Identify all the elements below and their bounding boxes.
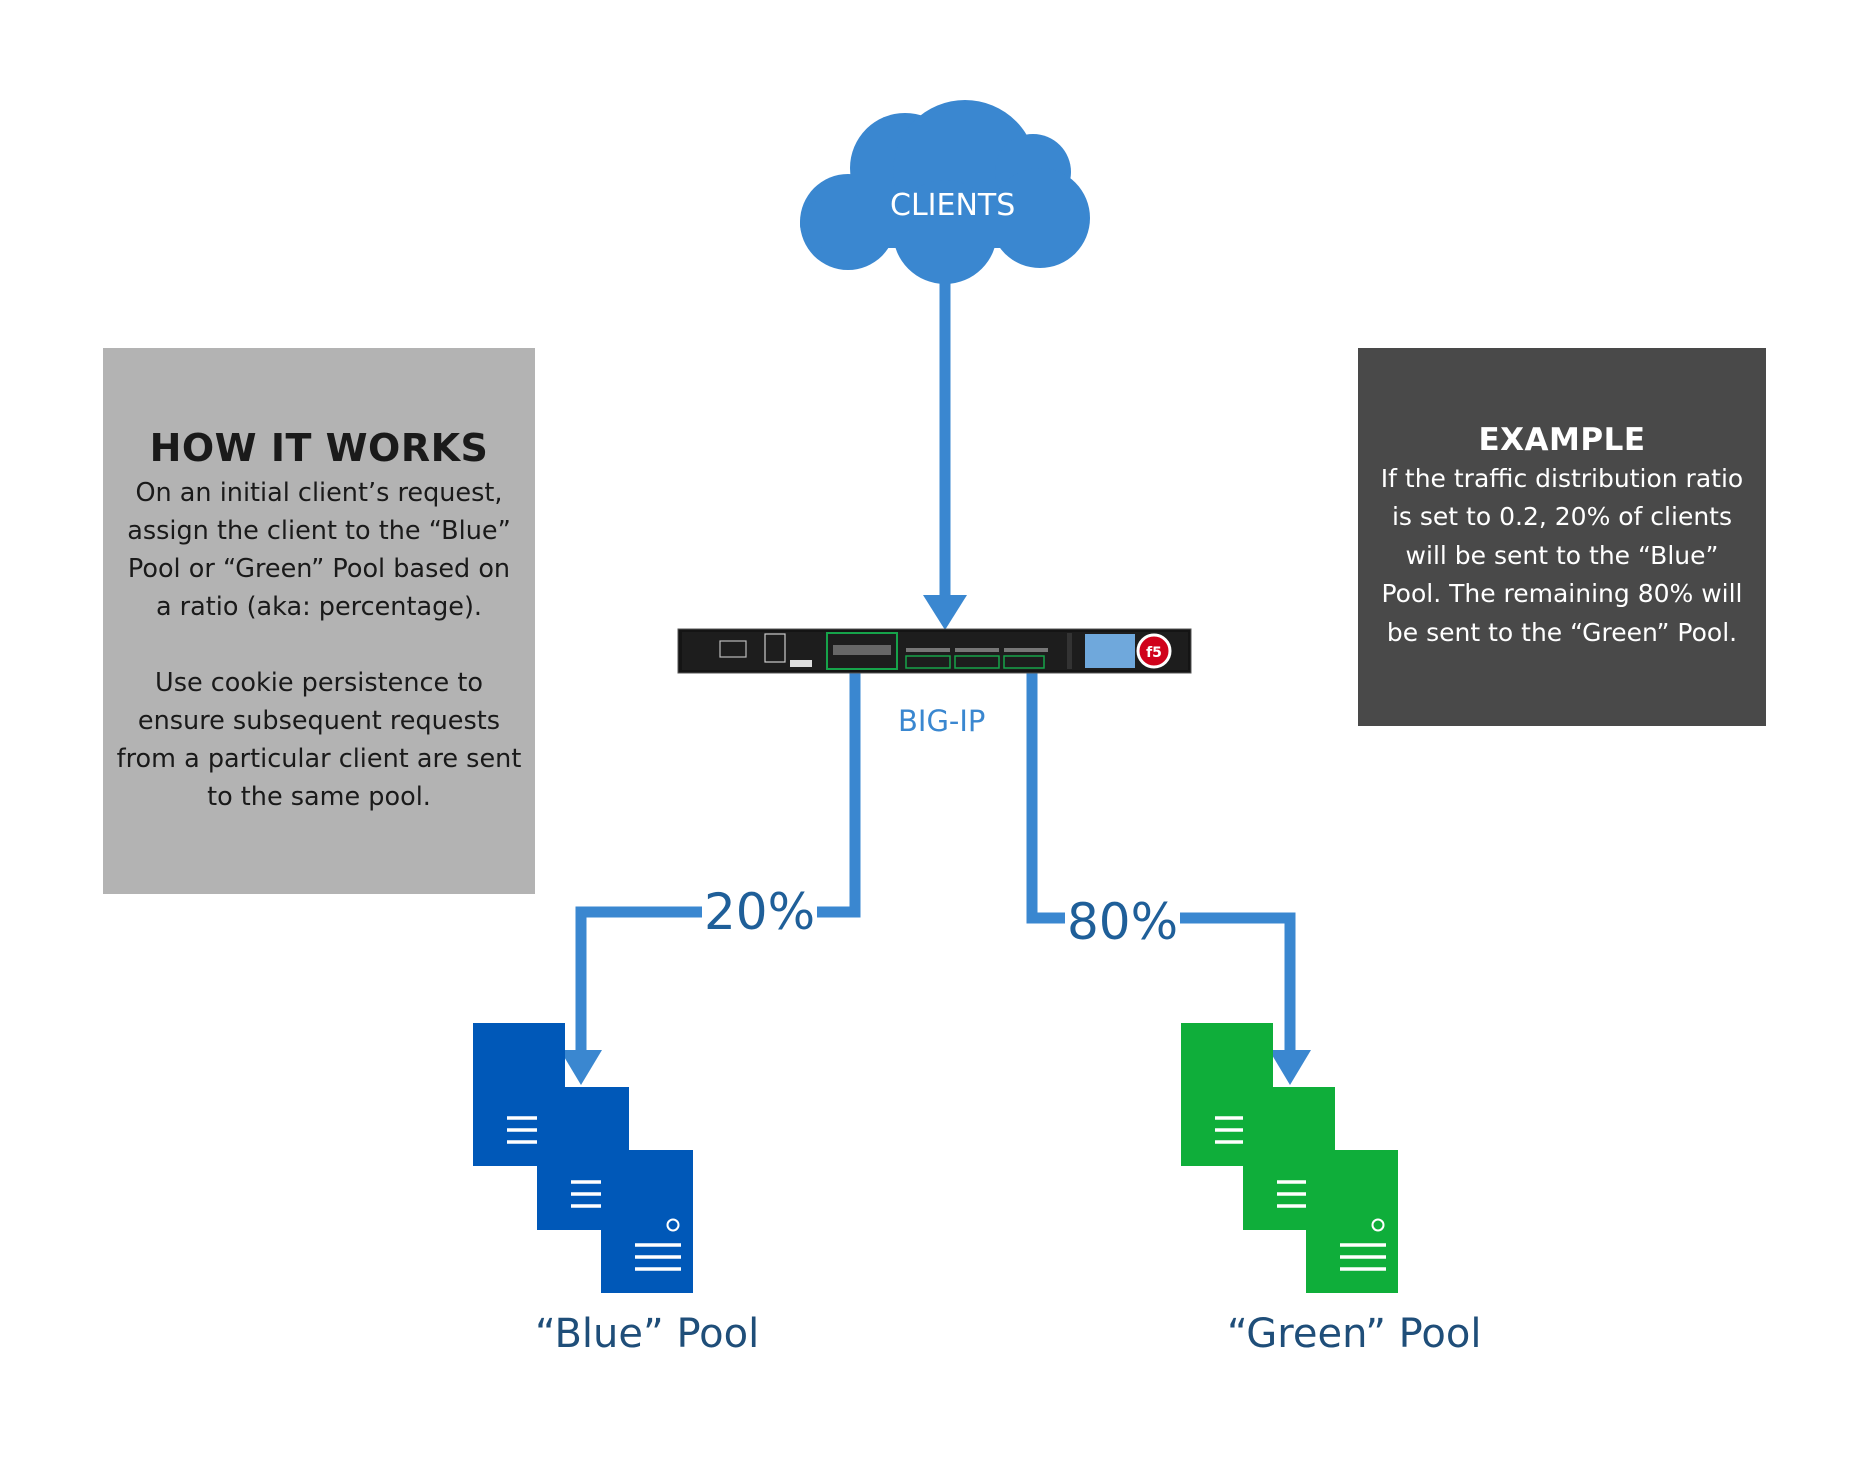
blue-percentage-value: 20% bbox=[702, 883, 818, 941]
how-it-works-line: assign the client to the “Blue” bbox=[127, 516, 511, 546]
bigip-label: BIG-IP bbox=[898, 704, 986, 738]
example-line: will be sent to the “Blue” bbox=[1405, 540, 1719, 570]
svg-text:f5: f5 bbox=[1146, 645, 1162, 661]
bigip-appliance: f5 bbox=[677, 628, 1192, 674]
green-pool-label: “Green” Pool bbox=[1227, 1311, 1482, 1357]
example-line: Pool. The remaining 80% will bbox=[1381, 579, 1743, 609]
arrow-down-to-bigip bbox=[923, 595, 967, 630]
green-percentage-label: 80% bbox=[1065, 893, 1181, 951]
bigip-to-green-line bbox=[1026, 670, 1296, 1055]
example-box: EXAMPLE If the traffic distribution rati… bbox=[1358, 348, 1766, 726]
how-it-works-line: ensure subsequent requests bbox=[137, 706, 501, 736]
blue-percentage-label: 20% bbox=[702, 883, 818, 941]
example-title: EXAMPLE bbox=[1478, 421, 1646, 458]
example-line: If the traffic distribution ratio bbox=[1380, 463, 1744, 493]
clients-label: CLIENTS bbox=[890, 188, 1016, 223]
example-line: is set to 0.2, 20% of clients bbox=[1391, 502, 1732, 532]
how-it-works-line: On an initial client’s request, bbox=[135, 478, 503, 508]
example-line: be sent to the “Green” Pool. bbox=[1386, 617, 1738, 647]
how-it-works-box: HOW IT WORKS On an initial client’s requ… bbox=[103, 348, 535, 894]
how-it-works-line: from a particular client are sent bbox=[116, 744, 522, 774]
how-it-works-line: Use cookie persistence to bbox=[155, 668, 483, 698]
how-it-works-title: HOW IT WORKS bbox=[149, 426, 489, 470]
blue-pool-label: “Blue” Pool bbox=[535, 1311, 760, 1357]
how-it-works-line: to the same pool. bbox=[207, 782, 431, 812]
bigip-to-blue-line bbox=[575, 670, 861, 1055]
green-percentage-value: 80% bbox=[1065, 893, 1181, 951]
arrow-down-to-blue-pool bbox=[560, 1050, 602, 1085]
clients-cloud bbox=[800, 100, 1090, 284]
how-it-works-line: Pool or “Green” Pool based on bbox=[127, 554, 511, 584]
arrow-down-to-green-pool bbox=[1269, 1050, 1311, 1085]
how-it-works-line: a ratio (aka: percentage). bbox=[155, 592, 483, 622]
